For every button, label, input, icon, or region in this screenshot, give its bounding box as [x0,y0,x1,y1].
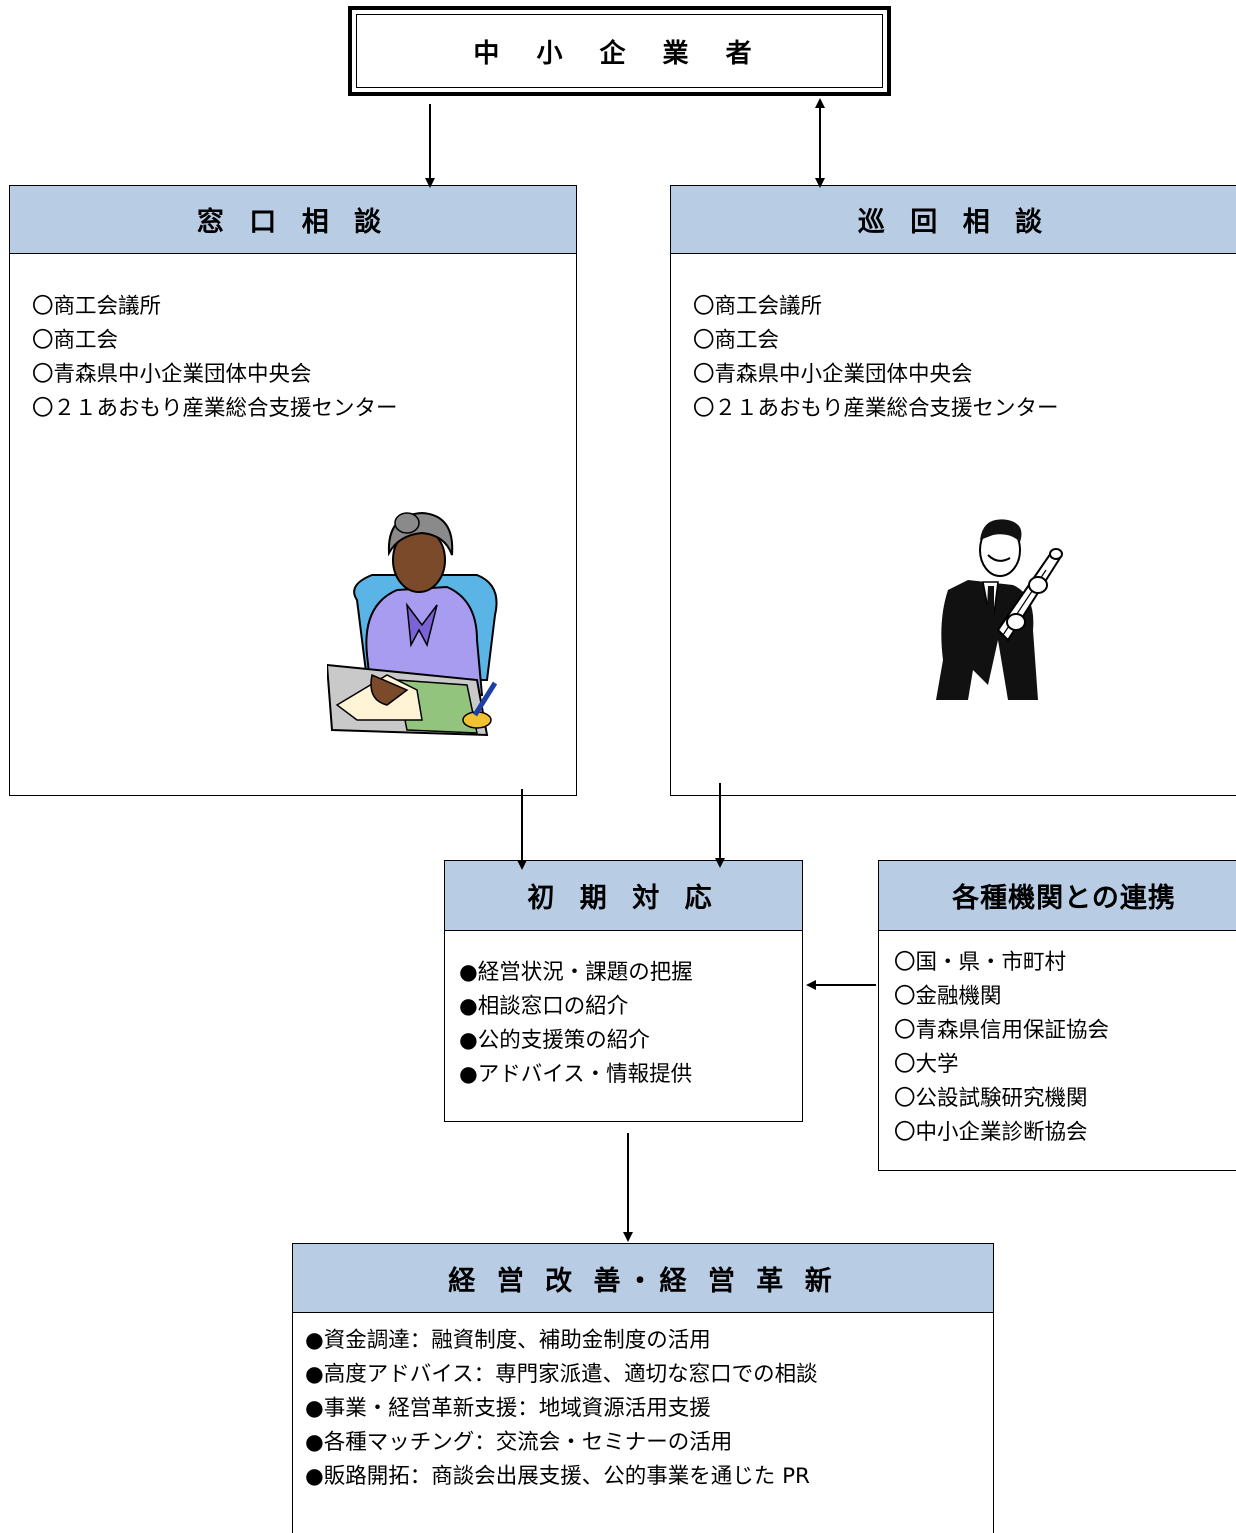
window-consultation-list: 〇商工会議所 〇商工会 〇青森県中小企業団体中央会 〇２１あおもり産業総合支援セ… [10,254,576,426]
management-improvement-box: 経 営 改 善・経 営 革 新 ●資金調達：融資制度、補助金制度の活用 ●高度ア… [292,1243,994,1533]
list-item: 〇中小企業診断協会 [894,1120,1088,1145]
sme-box: 中 小 企 業 者 [348,6,891,96]
list-item: 〇商工会議所 [693,294,823,319]
list-item: 〇２１あおもり産業総合支援センター [693,396,1059,421]
visit-consultation-title: 巡 回 相 談 [671,186,1236,254]
list-item: 〇青森県信用保証協会 [894,1018,1110,1043]
list-item: 〇国・県・市町村 [894,950,1067,975]
list-item: 〇商工会議所 [32,294,162,319]
window-consultation-title: 窓 口 相 談 [10,186,576,254]
man-with-blueprint-clipart [936,519,1063,700]
management-improvement-title: 経 営 改 善・経 営 革 新 [293,1244,993,1313]
list-item: ●経営状況・課題の把握 [459,960,693,985]
list-item: 〇青森県中小企業団体中央会 [693,362,973,387]
list-item: ●公的支援策の紹介 [459,1028,650,1053]
visit-consultation-list: 〇商工会議所 〇商工会 〇青森県中小企業団体中央会 〇２１あおもり産業総合支援セ… [671,254,1236,426]
list-item: 〇大学 [894,1052,959,1077]
list-item: 〇２１あおもり産業総合支援センター [32,396,398,421]
list-item: ●販路開拓：商談会出展支援、公的事業を通じた PR [305,1464,811,1489]
list-item: ●アドバイス・情報提供 [459,1062,693,1087]
management-improvement-list: ●資金調達：融資制度、補助金制度の活用 ●高度アドバイス：専門家派遣、適切な窓口… [293,1313,993,1494]
list-item: 〇公設試験研究機関 [894,1086,1088,1111]
list-item: ●資金調達：融資制度、補助金制度の活用 [305,1328,711,1353]
initial-response-box: 初 期 対 応 ●経営状況・課題の把握 ●相談窓口の紹介 ●公的支援策の紹介 ●… [444,860,803,1122]
list-item: ●事業・経営革新支援：地域資源活用支援 [305,1396,711,1421]
list-item: 〇商工会 [693,328,780,353]
partner-institutions-list: 〇国・県・市町村 〇金融機関 〇青森県信用保証協会 〇大学 〇公設試験研究機関 … [879,931,1236,1150]
list-item: 〇金融機関 [894,984,1002,1009]
list-item: 〇商工会 [32,328,119,353]
initial-response-title: 初 期 対 応 [445,861,802,931]
list-item: ●各種マッチング：交流会・セミナーの活用 [305,1430,733,1455]
list-item: 〇青森県中小企業団体中央会 [32,362,312,387]
partner-institutions-box: 各種機関との連携 〇国・県・市町村 〇金融機関 〇青森県信用保証協会 〇大学 〇… [878,860,1236,1171]
initial-response-list: ●経営状況・課題の把握 ●相談窓口の紹介 ●公的支援策の紹介 ●アドバイス・情報… [445,931,802,1092]
woman-at-desk-clipart [327,511,498,737]
list-item: ●高度アドバイス：専門家派遣、適切な窓口での相談 [305,1362,818,1387]
partner-institutions-title: 各種機関との連携 [879,861,1236,931]
list-item: ●相談窓口の紹介 [459,994,629,1019]
sme-title: 中 小 企 業 者 [356,14,883,88]
